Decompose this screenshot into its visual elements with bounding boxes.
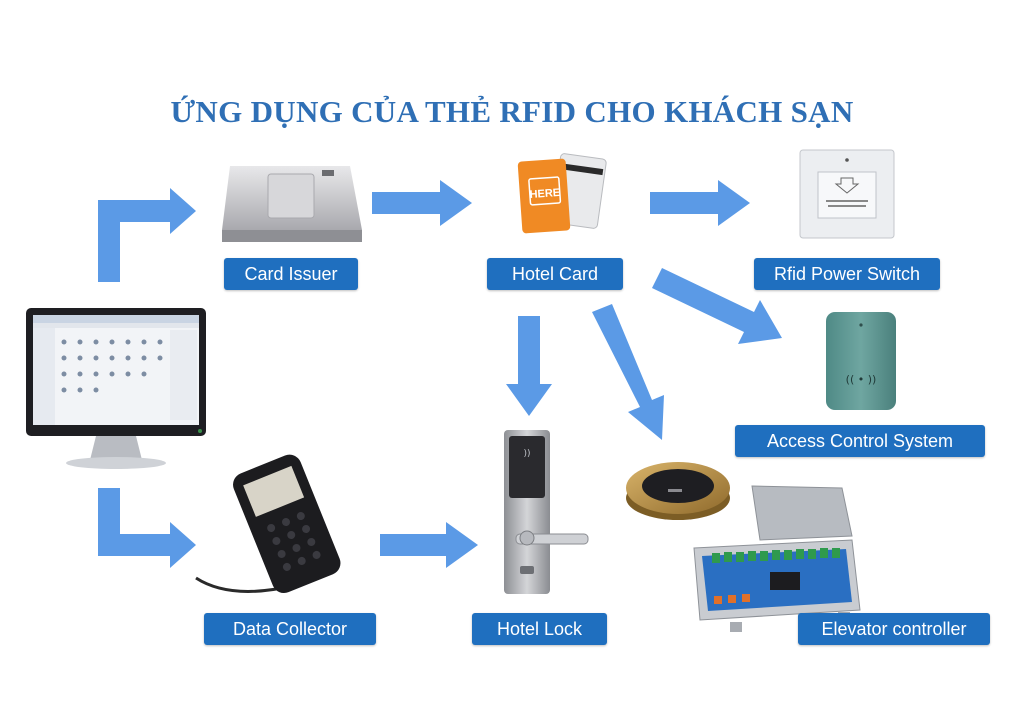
arrow-card-issuer-to-hotel-card bbox=[372, 180, 472, 226]
arrow-data-collector-to-hotel-lock bbox=[380, 522, 478, 568]
arrow-monitor-to-data-collector bbox=[98, 488, 196, 568]
card-issuer-device-icon bbox=[222, 166, 362, 242]
elevator-controller-icon bbox=[693, 485, 861, 632]
card-text: HERE bbox=[529, 187, 560, 201]
svg-text:(( • )): (( • )) bbox=[846, 373, 877, 386]
arrow-hotel-card-to-power-switch bbox=[650, 180, 750, 226]
label-card-issuer: Card Issuer bbox=[224, 258, 358, 290]
computer-monitor-icon bbox=[26, 308, 206, 469]
power-switch-icon bbox=[799, 149, 895, 239]
access-reader-icon: (( • )) bbox=[826, 312, 896, 410]
data-collector-icon bbox=[195, 454, 341, 594]
label-rfid-power-switch: Rfid Power Switch bbox=[754, 258, 940, 290]
arrow-hotel-card-to-access-control bbox=[652, 268, 782, 344]
arrow-hotel-card-to-reader-pad bbox=[592, 304, 664, 440]
label-data-collector: Data Collector bbox=[204, 613, 376, 645]
label-hotel-lock: Hotel Lock bbox=[472, 613, 607, 645]
svg-text:)): )) bbox=[523, 449, 530, 459]
arrows bbox=[98, 180, 782, 568]
hotel-lock-icon: )) bbox=[504, 430, 589, 594]
hotel-card-icon: HERE bbox=[517, 153, 607, 234]
page-title: ỨNG DỤNG CỦA THẺ RFID CHO KHÁCH SẠN bbox=[170, 94, 854, 129]
arrow-monitor-to-card-issuer bbox=[98, 188, 196, 282]
label-access-control-system: Access Control System bbox=[735, 425, 985, 457]
reader-pad-icon bbox=[626, 462, 730, 520]
label-hotel-card: Hotel Card bbox=[487, 258, 623, 290]
label-elevator-controller: Elevator controller bbox=[798, 613, 990, 645]
arrow-hotel-card-to-hotel-lock bbox=[506, 316, 552, 416]
